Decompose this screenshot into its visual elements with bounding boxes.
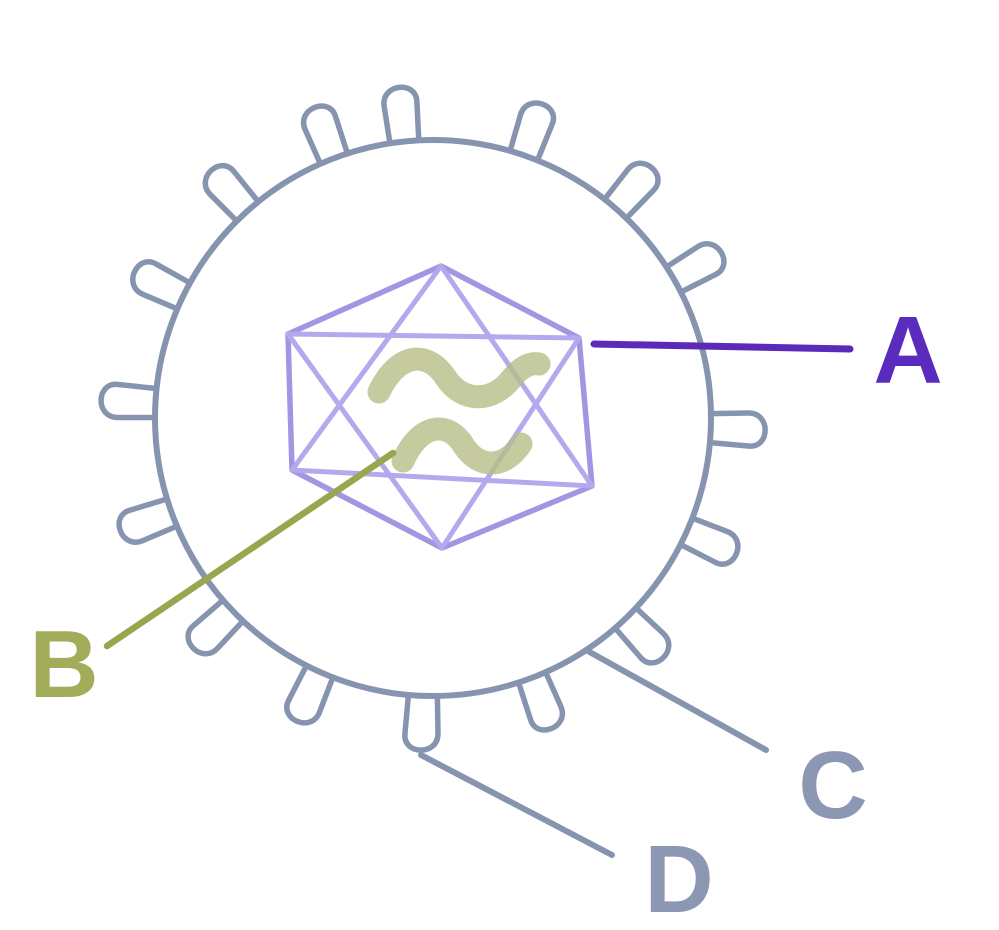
pointer-line-a <box>590 340 854 353</box>
genome-squiggle-icon <box>391 417 533 475</box>
label-b: B <box>29 611 98 718</box>
label-a: A <box>873 297 942 404</box>
label-c: C <box>798 732 867 839</box>
pointer-line-c <box>583 647 769 753</box>
pointer-line-d <box>418 752 615 858</box>
pointer-line-b <box>103 449 397 650</box>
genome-squiggle-icon <box>367 347 551 409</box>
label-d: D <box>644 826 713 930</box>
viral-genome <box>367 347 551 475</box>
